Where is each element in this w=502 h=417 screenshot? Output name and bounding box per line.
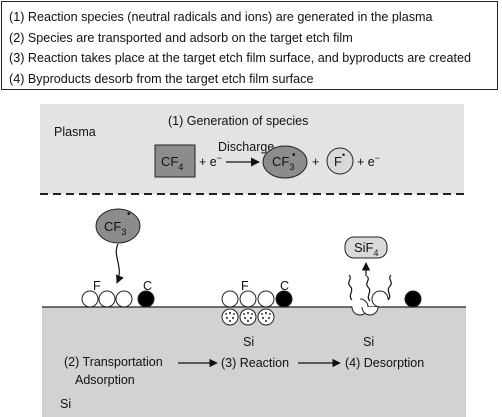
f-radical-label: F [334, 154, 342, 169]
cf3-incoming-dot: • [127, 209, 131, 220]
f-atom [98, 290, 116, 308]
adsorbed-c-label: C [143, 279, 152, 293]
f-atom [221, 290, 239, 308]
reaction-si-label: Si [243, 335, 254, 349]
step-1-text: (1) Reaction species (neutral radicals a… [9, 10, 433, 24]
reaction-f-label: F [241, 279, 249, 293]
stage-4-label: (4) Desorption [345, 356, 424, 370]
cf3-radical-dot: • [292, 150, 296, 161]
etched-pits [351, 290, 389, 316]
f-radical [326, 147, 354, 175]
plasma-label: Plasma [54, 125, 96, 139]
plus-sign-2: + [312, 155, 319, 169]
adsorbed-f-label: F [93, 279, 101, 293]
stage-3-label: (3) Reaction [221, 356, 289, 370]
sif4-molecule [344, 236, 388, 259]
plus-electron-2: + e− [357, 153, 380, 169]
c-atom [275, 290, 293, 308]
adsorption-arrow [115, 243, 124, 284]
generation-title: (1) Generation of species [168, 114, 308, 128]
plasma-region [40, 104, 464, 194]
desorption-si-label: Si [363, 335, 374, 349]
sif4-label: SiF4 [354, 240, 379, 258]
cf4-label: CF4 [161, 154, 183, 172]
si-substrate [42, 307, 466, 417]
cf3-incoming-radical [95, 208, 141, 244]
f-atom [115, 290, 133, 308]
steps-list-box: (1) Reaction species (neutral radicals a… [1, 1, 498, 90]
desorbing-species-squiggles [348, 274, 392, 302]
substrate-label: Si [60, 397, 71, 411]
reaction-c-label: C [280, 279, 289, 293]
step-4-text: (4) Byproducts desorb from the target et… [9, 71, 314, 86]
c-atom [404, 290, 422, 308]
f-atom [239, 290, 257, 308]
si-atom [257, 308, 275, 326]
cf4-molecule [154, 144, 196, 178]
cf3-incoming-label: CF3 [104, 219, 126, 237]
stage-2-label-line-2: Adsorption [75, 373, 135, 387]
cf3-radical [262, 145, 308, 179]
step-2-text: (2) Species are transported and adsorb o… [9, 30, 353, 45]
f-atom [81, 290, 99, 308]
step-3-text: (3) Reaction takes place at the target e… [9, 51, 472, 65]
plus-electron-1: + e− [199, 153, 222, 169]
c-atom [137, 290, 155, 308]
cf3-label: CF3 [272, 154, 294, 172]
f-radical-dot: • [342, 150, 345, 160]
discharge-label: Discharge [218, 140, 274, 154]
stage-2-label-line-1: (2) Transportation [64, 355, 163, 369]
si-atom-dots [225, 311, 271, 323]
si-atom [221, 308, 239, 326]
f-atom [257, 290, 275, 308]
si-atom [239, 308, 257, 326]
